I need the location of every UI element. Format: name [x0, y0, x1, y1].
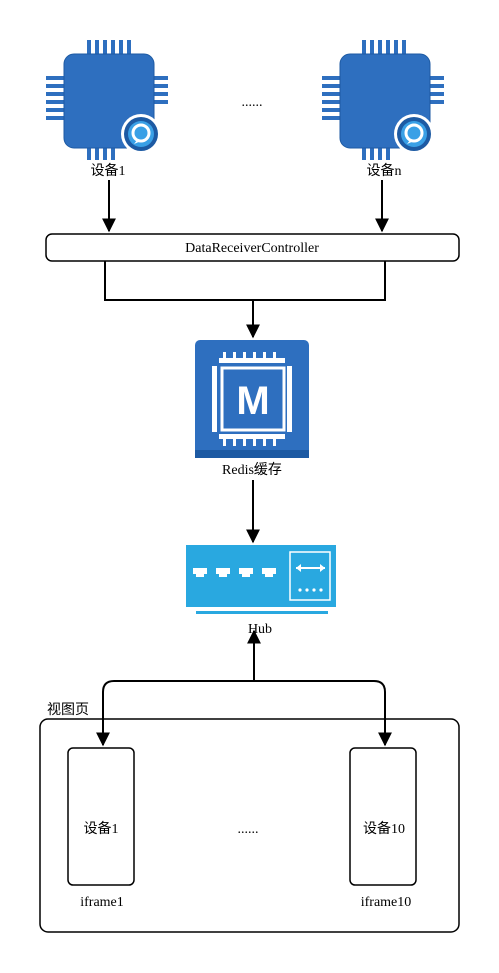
- view-page-container: 视图页 设备1 iframe1 ...... 设备10 iframe10: [39, 702, 460, 933]
- devices-ellipsis: ......: [242, 95, 263, 110]
- frames-ellipsis: ......: [238, 822, 259, 837]
- iframe-1-caption: iframe1: [80, 895, 124, 910]
- iframe-10-device-label: 设备10: [363, 820, 405, 837]
- iframe-1-device-label: 设备1: [84, 820, 119, 837]
- redis-node: M Redis缓存: [195, 340, 309, 478]
- view-page-title: 视图页: [47, 702, 89, 718]
- hub-node: Hub: [186, 545, 336, 637]
- memory-chip-icon: M: [195, 340, 309, 458]
- hub-label: Hub: [248, 622, 272, 637]
- iframe-10: 设备10 iframe10: [349, 747, 417, 910]
- network-hub-icon: [186, 545, 336, 614]
- controller-node: DataReceiverController: [45, 233, 460, 262]
- memory-letter: M: [236, 379, 269, 423]
- iframe-1: 设备1 iframe1: [67, 747, 135, 910]
- redis-label: Redis缓存: [222, 462, 282, 478]
- alexa-icon: [394, 114, 434, 154]
- device-n-node: 设备n: [322, 40, 444, 179]
- edge-hub-branch: [102, 680, 386, 744]
- edge-controller-merge: [104, 261, 386, 301]
- iframe-10-caption: iframe10: [361, 895, 412, 910]
- device-1-label: 设备1: [91, 162, 126, 179]
- controller-label: DataReceiverController: [185, 241, 319, 256]
- device-1-node: 设备1: [46, 40, 168, 179]
- alexa-icon: [121, 114, 161, 154]
- device-n-label: 设备n: [367, 162, 402, 179]
